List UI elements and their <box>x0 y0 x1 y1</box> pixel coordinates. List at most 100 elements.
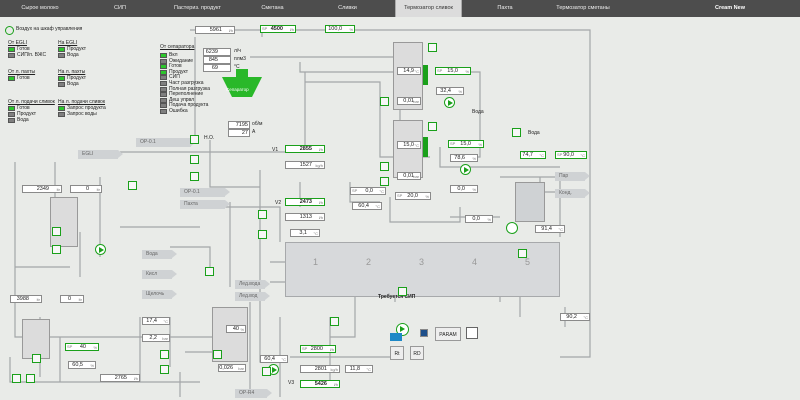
tank-2[interactable] <box>393 120 423 178</box>
stop-icon[interactable] <box>420 329 428 337</box>
valve-button[interactable] <box>52 227 61 236</box>
valve-button[interactable] <box>32 354 41 363</box>
separator-speed-unit: об/м <box>252 121 263 127</box>
valve-button[interactable] <box>205 267 214 276</box>
tank-pct-40: 40% <box>226 325 246 333</box>
tank-1-level-bar <box>423 65 428 85</box>
valve-button[interactable] <box>428 43 437 52</box>
water-pump-1-icon[interactable] <box>444 97 455 108</box>
main-pump-icon[interactable] <box>396 323 409 336</box>
valve-button[interactable] <box>213 350 222 359</box>
separator-icon[interactable] <box>222 69 262 101</box>
valve-button[interactable] <box>262 367 271 376</box>
separator-status-led <box>160 81 167 86</box>
balance-pump-1-icon[interactable] <box>95 244 106 255</box>
air-indicator-icon <box>5 26 14 35</box>
valve-button[interactable] <box>380 97 389 106</box>
valve-button[interactable] <box>428 122 437 131</box>
separator-speed-value: 7195 <box>228 121 250 129</box>
valve-button[interactable] <box>26 374 35 383</box>
balance-tank-2[interactable] <box>22 319 50 359</box>
separator-status-led <box>160 109 167 114</box>
status-led <box>58 76 65 81</box>
heater-block[interactable] <box>515 182 545 222</box>
balance-tank-1[interactable] <box>50 197 78 247</box>
tab-buttermilk[interactable]: Пахта <box>497 5 513 11</box>
status-led <box>8 118 15 123</box>
tab-cip[interactable]: СИП <box>114 5 126 11</box>
tab-cream-thermizer[interactable]: Термозатор сливок <box>395 0 462 17</box>
separator-status-label: Подача продукта <box>169 102 209 109</box>
tab-sour-cream-thermizer[interactable]: Термозатор сметаны <box>556 5 610 11</box>
tank-1-valve-pct: 32,4% <box>436 87 464 95</box>
valve-button[interactable] <box>380 162 389 171</box>
status-led <box>58 106 65 111</box>
heat-exchanger[interactable] <box>285 242 560 297</box>
top-navigation: Сырое молоко СИП Пастериз. продукт Смета… <box>0 0 800 17</box>
temp-11-8: 11,8°C <box>345 365 373 373</box>
status-label: Запрос воды <box>67 111 97 117</box>
valve-button[interactable] <box>160 350 169 359</box>
valve-button[interactable] <box>128 181 137 190</box>
valve-button[interactable] <box>12 374 21 383</box>
valve-button[interactable] <box>258 210 267 219</box>
valve-button[interactable] <box>190 135 199 144</box>
separator-status-label: СИП <box>169 74 180 81</box>
valve-button[interactable] <box>512 128 521 137</box>
separator-status-led <box>160 86 167 92</box>
status-title-ot_podachi: От л. подачи сливок <box>8 99 55 105</box>
trend-icon[interactable] <box>466 327 478 339</box>
water-pump-2-icon[interactable] <box>460 164 471 175</box>
water-icon[interactable] <box>390 333 402 341</box>
ice-water-flag-1: Лед.вода <box>235 280 270 289</box>
heat-exchanger-section-label: 4 <box>472 257 478 267</box>
tank-2-valve-pct: 78,6% <box>450 154 478 162</box>
tab-cream[interactable]: Сливки <box>338 5 357 11</box>
heat-exchanger-section-label: 1 <box>313 257 319 267</box>
valve-button[interactable] <box>190 155 199 164</box>
valve-button[interactable] <box>258 230 267 239</box>
temp-91-4: 91,4°C <box>535 225 565 233</box>
tab-raw-milk[interactable]: Сырое молоко <box>21 5 59 11</box>
valve-button[interactable] <box>518 249 527 258</box>
rd-button[interactable]: RD <box>410 346 424 360</box>
separator-name: Сепаратор <box>226 87 249 92</box>
heat-exchanger-section-label: 2 <box>366 257 372 267</box>
rt-button[interactable]: Rt <box>390 346 404 360</box>
tab-sour-cream[interactable]: Сметана <box>261 5 284 11</box>
valve-button[interactable] <box>398 287 407 296</box>
status-led <box>58 53 65 58</box>
separator-status-label: Ожидание <box>169 57 194 64</box>
separator-temp-unit: °C <box>234 64 240 70</box>
valve-position-100[interactable]: 100,0% <box>325 25 355 33</box>
valve-button[interactable] <box>380 177 389 186</box>
ho-label: H.O. <box>204 135 215 141</box>
heater-pump-icon[interactable] <box>506 222 518 234</box>
tank-2-temp: 15,0°C <box>397 141 421 149</box>
separator-rpm-unit: л/ч <box>234 48 241 54</box>
temp-3-1: 3,1°C <box>290 229 320 237</box>
tab-pasteurized-product[interactable]: Пастериз. продукт <box>174 5 221 11</box>
param-button[interactable]: PARAM <box>435 327 461 341</box>
valve-button[interactable] <box>52 245 61 254</box>
valve-button[interactable] <box>190 172 199 181</box>
status-label: Вода <box>67 52 79 58</box>
separator-temp-value: 69 <box>203 64 231 72</box>
valve-button[interactable] <box>160 365 169 374</box>
condensate-flag: Конд. <box>555 189 590 198</box>
valve-button[interactable] <box>330 317 339 326</box>
status-led <box>58 112 65 117</box>
